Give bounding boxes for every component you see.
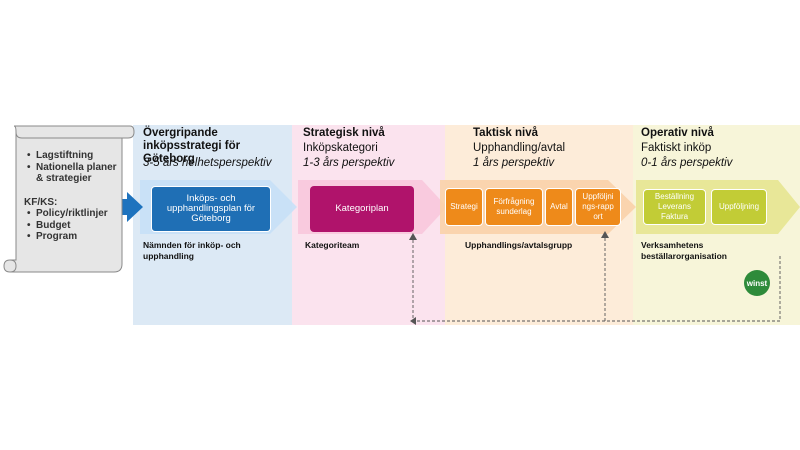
winst-logo: winst [744,270,770,296]
box-forfragningsunderlag: Förfrågning sunderlag [485,188,543,226]
column-perspective-operative: 0-1 års perspektiv [641,157,733,169]
scroll-item: Policy/riktlinjer [27,208,120,220]
feedback-arrowhead-left [410,317,416,325]
column-perspective-tactical: 1 års perspektiv [473,157,555,169]
scroll-item: Budget [27,220,120,232]
box-uppfoljningsrapport: Uppföljnings-rapport [575,188,621,226]
scroll-list-b: Policy/riktlinjer Budget Program [24,208,120,243]
column-perspective-strategic: 1-3 års perspektiv [303,157,395,169]
column-label-tactical: Upphandlings/avtalsgrupp [465,240,573,250]
winst-logo-text: winst [746,278,768,288]
box-kategoriplan: Kategoriplan [310,186,414,232]
column-subtitle-strategic: Inköpskategori [303,142,378,154]
box-inkopsplan: Inköps- och upphandlingsplan för Götebor… [151,186,271,232]
column-subtitle-operative: Faktiskt inköp [641,142,712,154]
scroll-item: Program [27,231,120,243]
column-label-strategic: Kategoriteam [305,240,360,250]
column-label-operative: Verksamhetens beställarorganisation [641,240,727,261]
feedback-arrowhead-strategic [409,233,417,240]
column-perspective-overall: 3-5 års helhetsperspektiv [143,157,272,169]
scroll-content: Lagstiftning Nationella planer & strateg… [24,150,120,243]
scroll-heading: KF/KS: [24,196,58,208]
scroll-item: Nationella planer & strategier [27,162,120,185]
column-subtitle-tactical: Upphandling/avtal [473,142,566,154]
column-title-strategic: Strategisk nivå [303,127,385,139]
feedback-loop-line [412,236,781,322]
box-bestallning: Beställning Leverans Faktura [643,189,706,225]
scroll-list-a: Lagstiftning Nationella planer & strateg… [24,150,120,185]
box-strategi: Strategi [445,188,483,226]
feedback-arrowhead-tactical [601,231,609,238]
column-label-overall: Nämnden för inköp- och upphandling [143,240,241,261]
column-title-overall: Övergripande inköpsstrategi för Göteborg [143,127,241,165]
scroll-item: Lagstiftning [27,150,120,162]
box-avtal: Avtal [545,188,573,226]
column-title-operative: Operativ nivå [641,127,714,139]
column-title-tactical: Taktisk nivå [473,127,538,139]
box-uppfoljning: Uppföljning [711,189,767,225]
